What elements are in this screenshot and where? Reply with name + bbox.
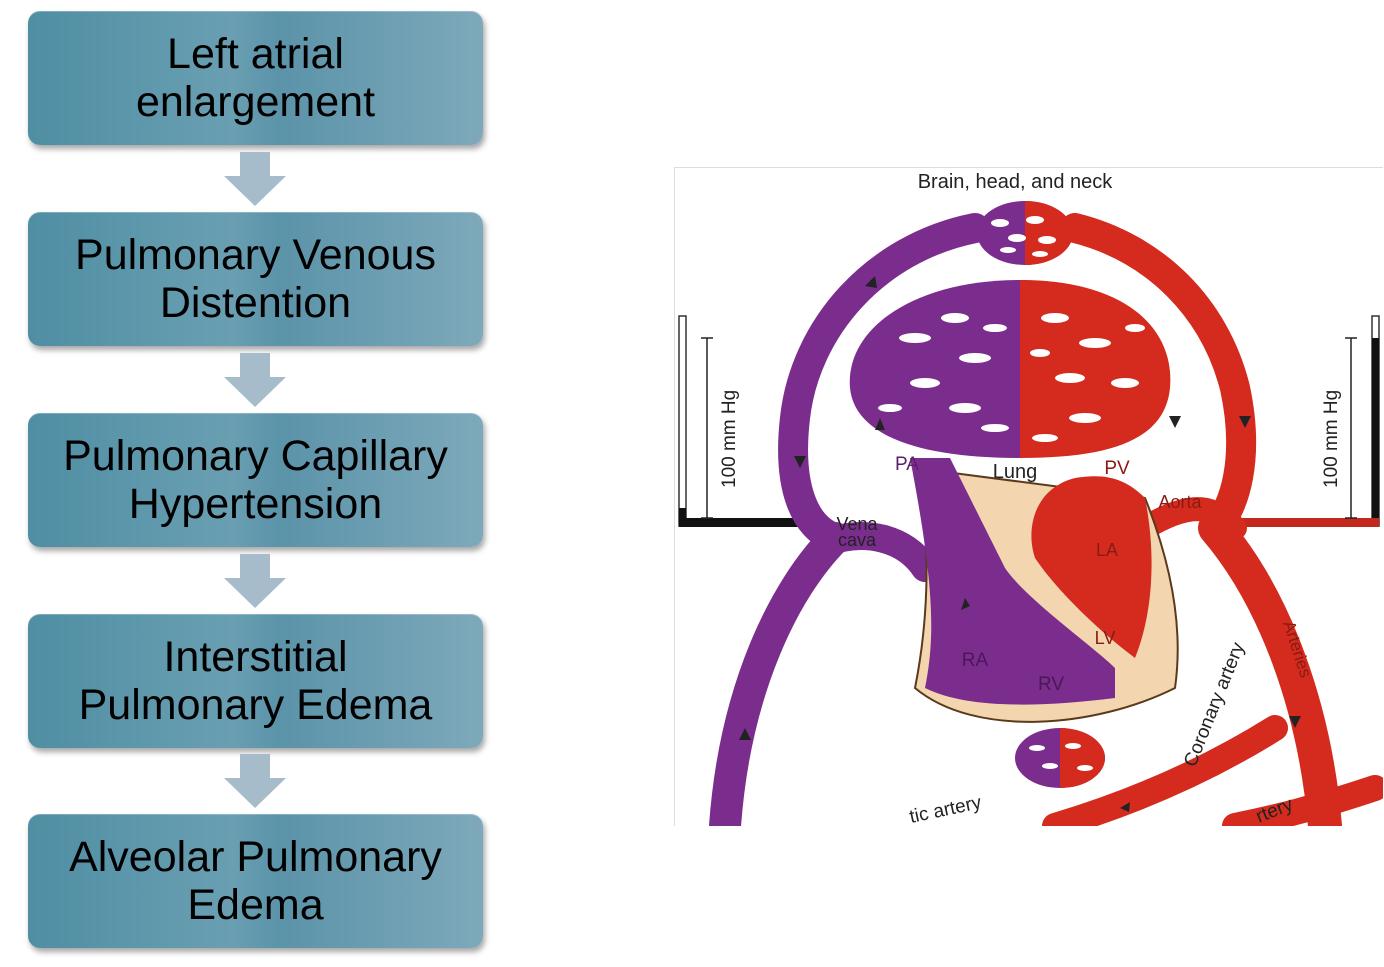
- vena-cava-label-line2: cava: [838, 530, 877, 550]
- aorta-label: Aorta: [1158, 492, 1202, 512]
- lower-capillary-bed: [1015, 728, 1105, 788]
- flow-arrows: [739, 276, 1301, 812]
- lv-label: LV: [1095, 628, 1116, 648]
- flow-step-left-atrial-enlargement: Left atrial enlargement: [28, 11, 483, 145]
- flow-step-label: Pulmonary Capillary Hypertension: [63, 432, 448, 528]
- ra-label: RA: [962, 650, 989, 671]
- down-arrow-icon: [224, 152, 286, 206]
- flow-step-label: Interstitial Pulmonary Edema: [78, 633, 433, 729]
- brain-head-neck-label: Brain, head, and neck: [918, 171, 1114, 193]
- rv-label: RV: [1038, 674, 1064, 695]
- flow-step-pulmonary-venous-distention: Pulmonary Venous Distention: [28, 212, 483, 346]
- brain-capillary-bed: [977, 201, 1073, 265]
- lung-label: Lung: [993, 461, 1038, 483]
- arterial-vessels: [1042, 213, 1383, 826]
- flow-step-label: Alveolar Pulmonary Edema: [69, 833, 442, 929]
- bottom-left-artery-label: tic artery: [908, 792, 984, 826]
- flow-step-alveolar-pulmonary-edema: Alveolar Pulmonary Edema: [28, 814, 483, 948]
- flow-step-interstitial-pulmonary-edema: Interstitial Pulmonary Edema: [28, 614, 483, 748]
- pressure-label-left: 100 mm Hg: [719, 390, 740, 488]
- flow-step-label: Pulmonary Venous Distention: [75, 231, 436, 327]
- pa-label: PA: [895, 454, 919, 475]
- vena-cava-label-line1: Vena: [836, 514, 878, 534]
- venous-vessels: [709, 213, 990, 826]
- pressure-gauge-right: [1225, 315, 1380, 527]
- pv-label: PV: [1104, 458, 1130, 479]
- down-arrow-icon: [224, 754, 286, 808]
- pressure-gauge-left: [678, 315, 829, 527]
- flow-step-label: Left atrial enlargement: [135, 30, 376, 126]
- circulation-diagram: 100 mm Hg 100 mm Hg: [674, 167, 1383, 826]
- flow-step-pulmonary-capillary-hypertension: Pulmonary Capillary Hypertension: [28, 413, 483, 547]
- down-arrow-icon: [224, 353, 286, 407]
- pressure-label-right: 100 mm Hg: [1321, 390, 1342, 488]
- heart: [910, 458, 1179, 723]
- la-label: LA: [1096, 540, 1118, 560]
- down-arrow-icon: [224, 554, 286, 608]
- lung-capillary-bed: [849, 280, 1171, 458]
